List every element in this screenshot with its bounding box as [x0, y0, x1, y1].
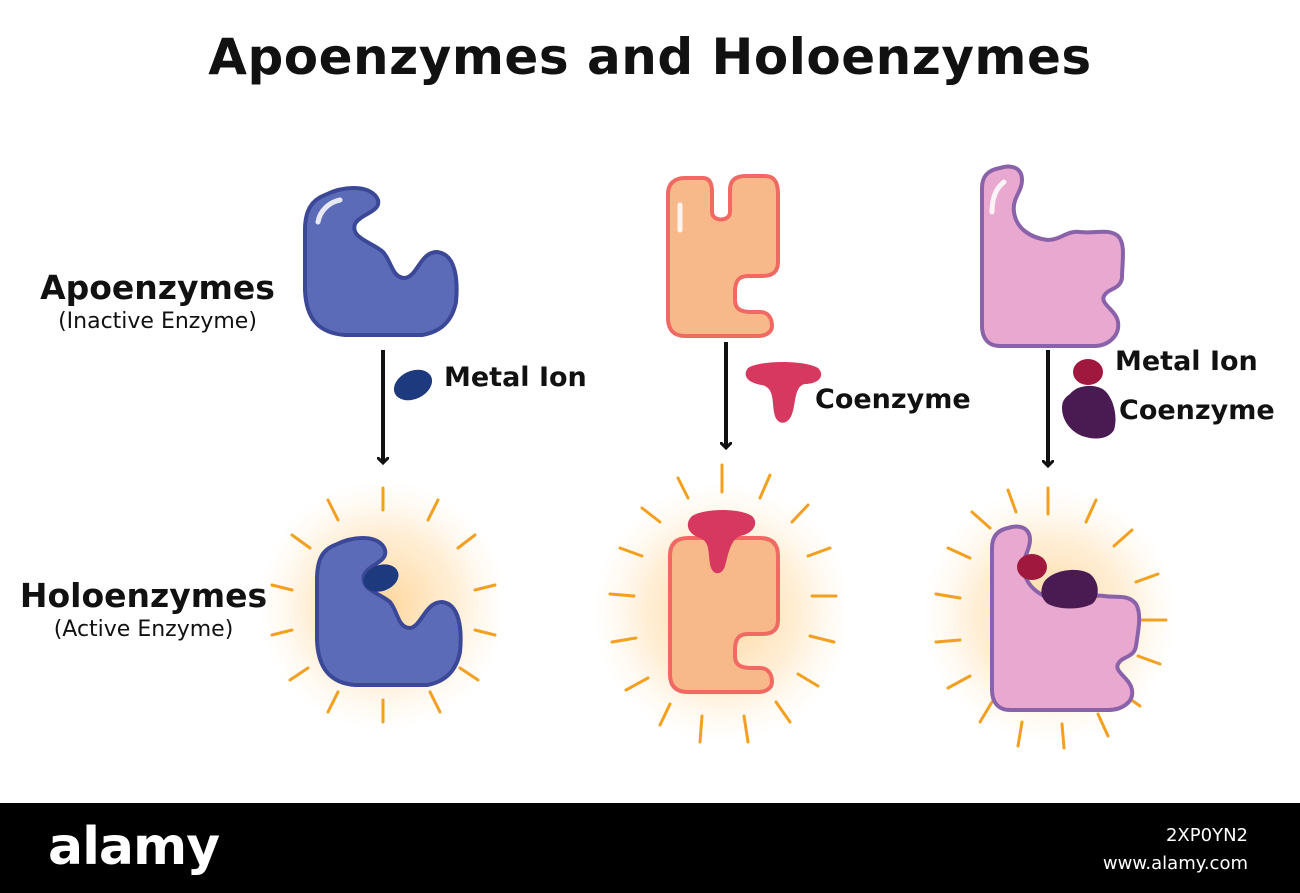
metal-ion-shape: [393, 369, 433, 401]
column-3: [922, 164, 1178, 750]
glow-rays: [608, 463, 838, 744]
diagram-canvas: [258, 164, 1178, 750]
coenzyme-shape: [745, 362, 822, 423]
shine-mark: [989, 179, 1007, 215]
coenzyme-shape: [1062, 385, 1116, 439]
bound-coenzyme: [1041, 569, 1098, 609]
coenzyme-label-col2: Coenzyme: [815, 384, 971, 415]
holoenzyme-orange: [668, 536, 780, 694]
holoenzymes-label: Holoenzymes: [19, 576, 268, 615]
site-url: www.alamy.com: [1102, 853, 1248, 874]
glow-rays: [270, 486, 497, 724]
stock-footer-bar: alamy 2XP0YN2 www.alamy.com: [0, 803, 1300, 893]
metal-ion-shape: [1073, 359, 1103, 385]
apoenzyme-pink: [980, 164, 1125, 348]
column-1: [258, 186, 508, 730]
alamy-logo: alamy: [48, 817, 220, 877]
bound-metal-ion: [363, 564, 399, 592]
apoenzymes-label: Apoenzymes: [40, 268, 275, 307]
coenzyme-label-col3: Coenzyme: [1119, 395, 1275, 426]
metal-ion-label-col1: Metal Ion: [444, 362, 587, 393]
apoenzyme-orange: [666, 174, 780, 338]
metal-ion-label-col3: Metal Ion: [1115, 346, 1258, 377]
apoenzyme-blue: [303, 186, 459, 337]
diagram-title: Apoenzymes and Holoenzymes: [208, 28, 1092, 86]
holoenzyme-blue: [315, 536, 463, 687]
image-code: 2XP0YN2: [1165, 825, 1248, 846]
holoenzymes-row-label: Holoenzymes (Active Enzyme): [6, 576, 281, 642]
apoenzymes-sublabel: (Inactive Enzyme): [58, 309, 257, 334]
bound-coenzyme: [687, 510, 756, 574]
shine-mark: [315, 197, 343, 225]
bound-metal-ion: [1017, 554, 1047, 580]
apoenzymes-row-label: Apoenzymes (Inactive Enzyme): [20, 268, 295, 334]
column-2: [592, 174, 852, 744]
holoenzymes-sublabel: (Active Enzyme): [53, 617, 234, 642]
